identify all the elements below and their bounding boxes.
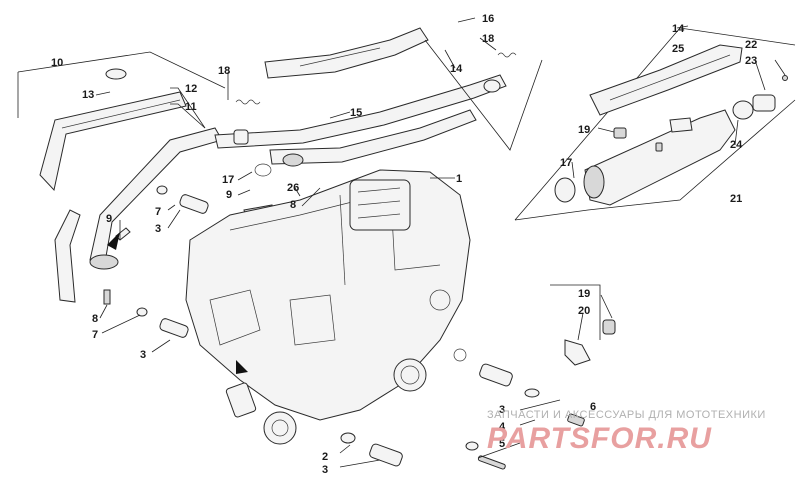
leader-lines bbox=[95, 17, 786, 468]
oil-filter bbox=[263, 411, 297, 445]
callout-4: 4 bbox=[499, 421, 506, 433]
callout-16: 16 bbox=[482, 13, 494, 25]
header-pipe-left bbox=[17, 51, 226, 305]
callout-13: 13 bbox=[82, 89, 94, 101]
flange-gasket bbox=[89, 254, 119, 270]
watermark-logo: PARTSFOR.RU bbox=[487, 422, 712, 455]
callout-9: 9 bbox=[226, 189, 232, 201]
callout-14: 14 bbox=[450, 63, 463, 75]
muffler-bracket bbox=[550, 284, 616, 366]
callout-8: 8 bbox=[92, 313, 98, 325]
callout-11: 11 bbox=[185, 101, 197, 113]
callout-3: 3 bbox=[155, 223, 161, 235]
callout-17: 17 bbox=[560, 157, 572, 169]
pipe-flange bbox=[282, 153, 304, 167]
callout-7: 7 bbox=[155, 206, 161, 218]
watermark-tagline: ЗАПЧАСТИ И АКСЕССУАРЫ ДЛЯ МОТОТЕХНИКИ bbox=[487, 409, 766, 421]
callout-17: 17 bbox=[222, 174, 234, 186]
callout-5: 5 bbox=[499, 438, 505, 450]
clamp-13 bbox=[105, 68, 127, 80]
callout-3: 3 bbox=[322, 464, 328, 476]
callout-3: 3 bbox=[499, 404, 505, 416]
bolt-8-left bbox=[103, 289, 111, 305]
callout-14: 14 bbox=[672, 23, 685, 35]
callout-labels: 1 2 3 3 3 3 4 5 6 7 7 8 8 9 9 10 11 12 1… bbox=[51, 13, 757, 476]
callout-2: 2 bbox=[322, 451, 328, 463]
callout-26: 26 bbox=[287, 182, 299, 194]
callout-12: 12 bbox=[185, 83, 197, 95]
callout-7: 7 bbox=[92, 329, 98, 341]
callout-23: 23 bbox=[745, 55, 757, 67]
callout-3: 3 bbox=[140, 349, 146, 361]
muffler-assembly bbox=[514, 27, 796, 221]
exhaust-pipes-top bbox=[214, 27, 543, 167]
callout-9: 9 bbox=[106, 213, 112, 225]
callout-18: 18 bbox=[482, 33, 494, 45]
watermark: ЗАПЧАСТИ И АКСЕССУАРЫ ДЛЯ МОТОТЕХНИКИ PA… bbox=[487, 409, 766, 455]
callout-1: 1 bbox=[456, 173, 462, 185]
callout-20: 20 bbox=[578, 305, 590, 317]
callout-25: 25 bbox=[672, 43, 684, 55]
engine-mounts bbox=[136, 185, 585, 470]
direction-arrow bbox=[236, 360, 248, 374]
callout-21: 21 bbox=[730, 193, 742, 205]
callout-19: 19 bbox=[578, 288, 590, 300]
callout-6: 6 bbox=[590, 401, 596, 413]
callout-24: 24 bbox=[730, 139, 743, 151]
callout-8: 8 bbox=[290, 199, 296, 211]
engine-block bbox=[107, 169, 471, 445]
callout-10: 10 bbox=[51, 57, 63, 69]
springs bbox=[235, 52, 517, 105]
callout-22: 22 bbox=[745, 39, 757, 51]
callout-15: 15 bbox=[350, 107, 362, 119]
callout-18: 18 bbox=[218, 65, 230, 77]
callout-19: 19 bbox=[578, 124, 590, 136]
